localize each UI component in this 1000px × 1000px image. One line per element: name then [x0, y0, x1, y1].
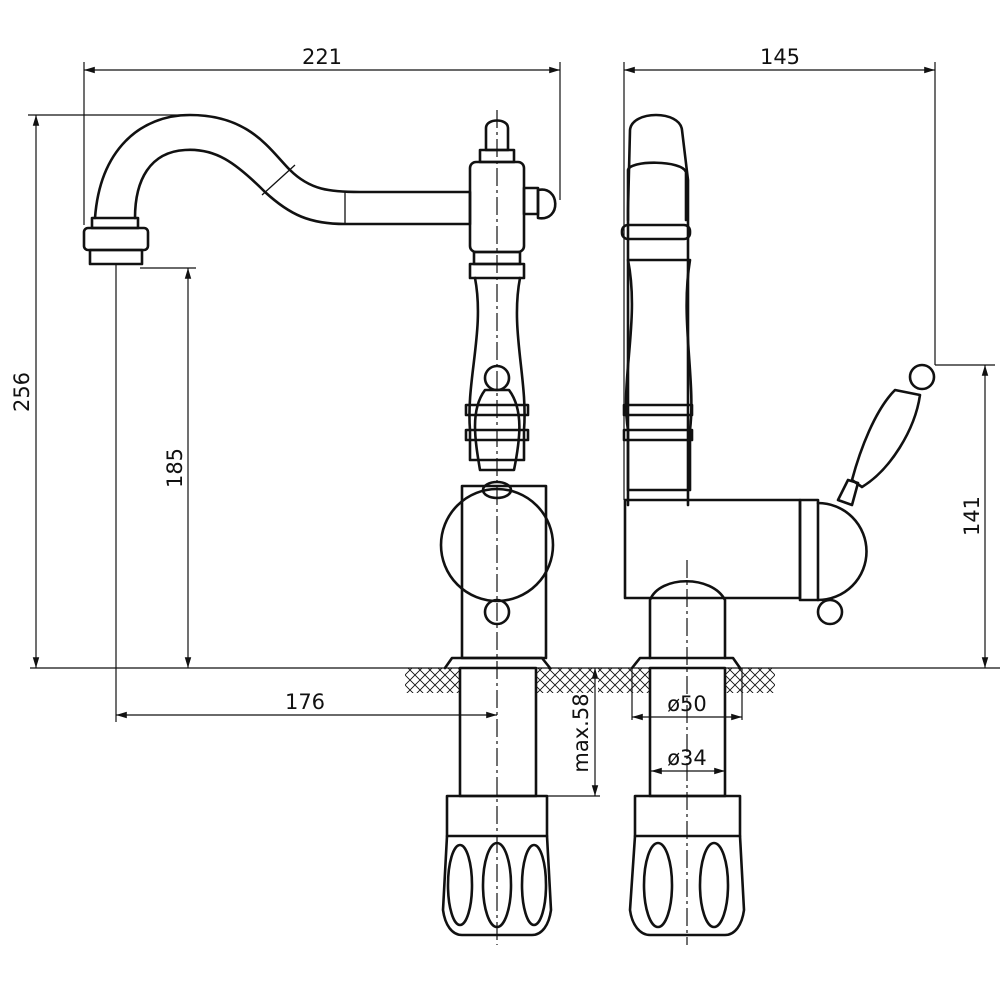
dim-o50: ø50	[667, 692, 707, 716]
side-view	[620, 113, 936, 945]
deck-surface	[30, 667, 1000, 693]
dim-145: 145	[760, 45, 800, 69]
dim-o34: ø34	[667, 746, 707, 770]
dimension-lines	[28, 62, 995, 797]
dim-256: 256	[10, 372, 34, 412]
spout	[93, 113, 472, 226]
dim-185: 185	[163, 448, 187, 488]
dim-221: 221	[302, 45, 342, 69]
dim-max58: max.58	[569, 693, 593, 772]
dim-176: 176	[285, 690, 325, 714]
front-view	[82, 110, 557, 945]
dim-141: 141	[960, 496, 984, 536]
